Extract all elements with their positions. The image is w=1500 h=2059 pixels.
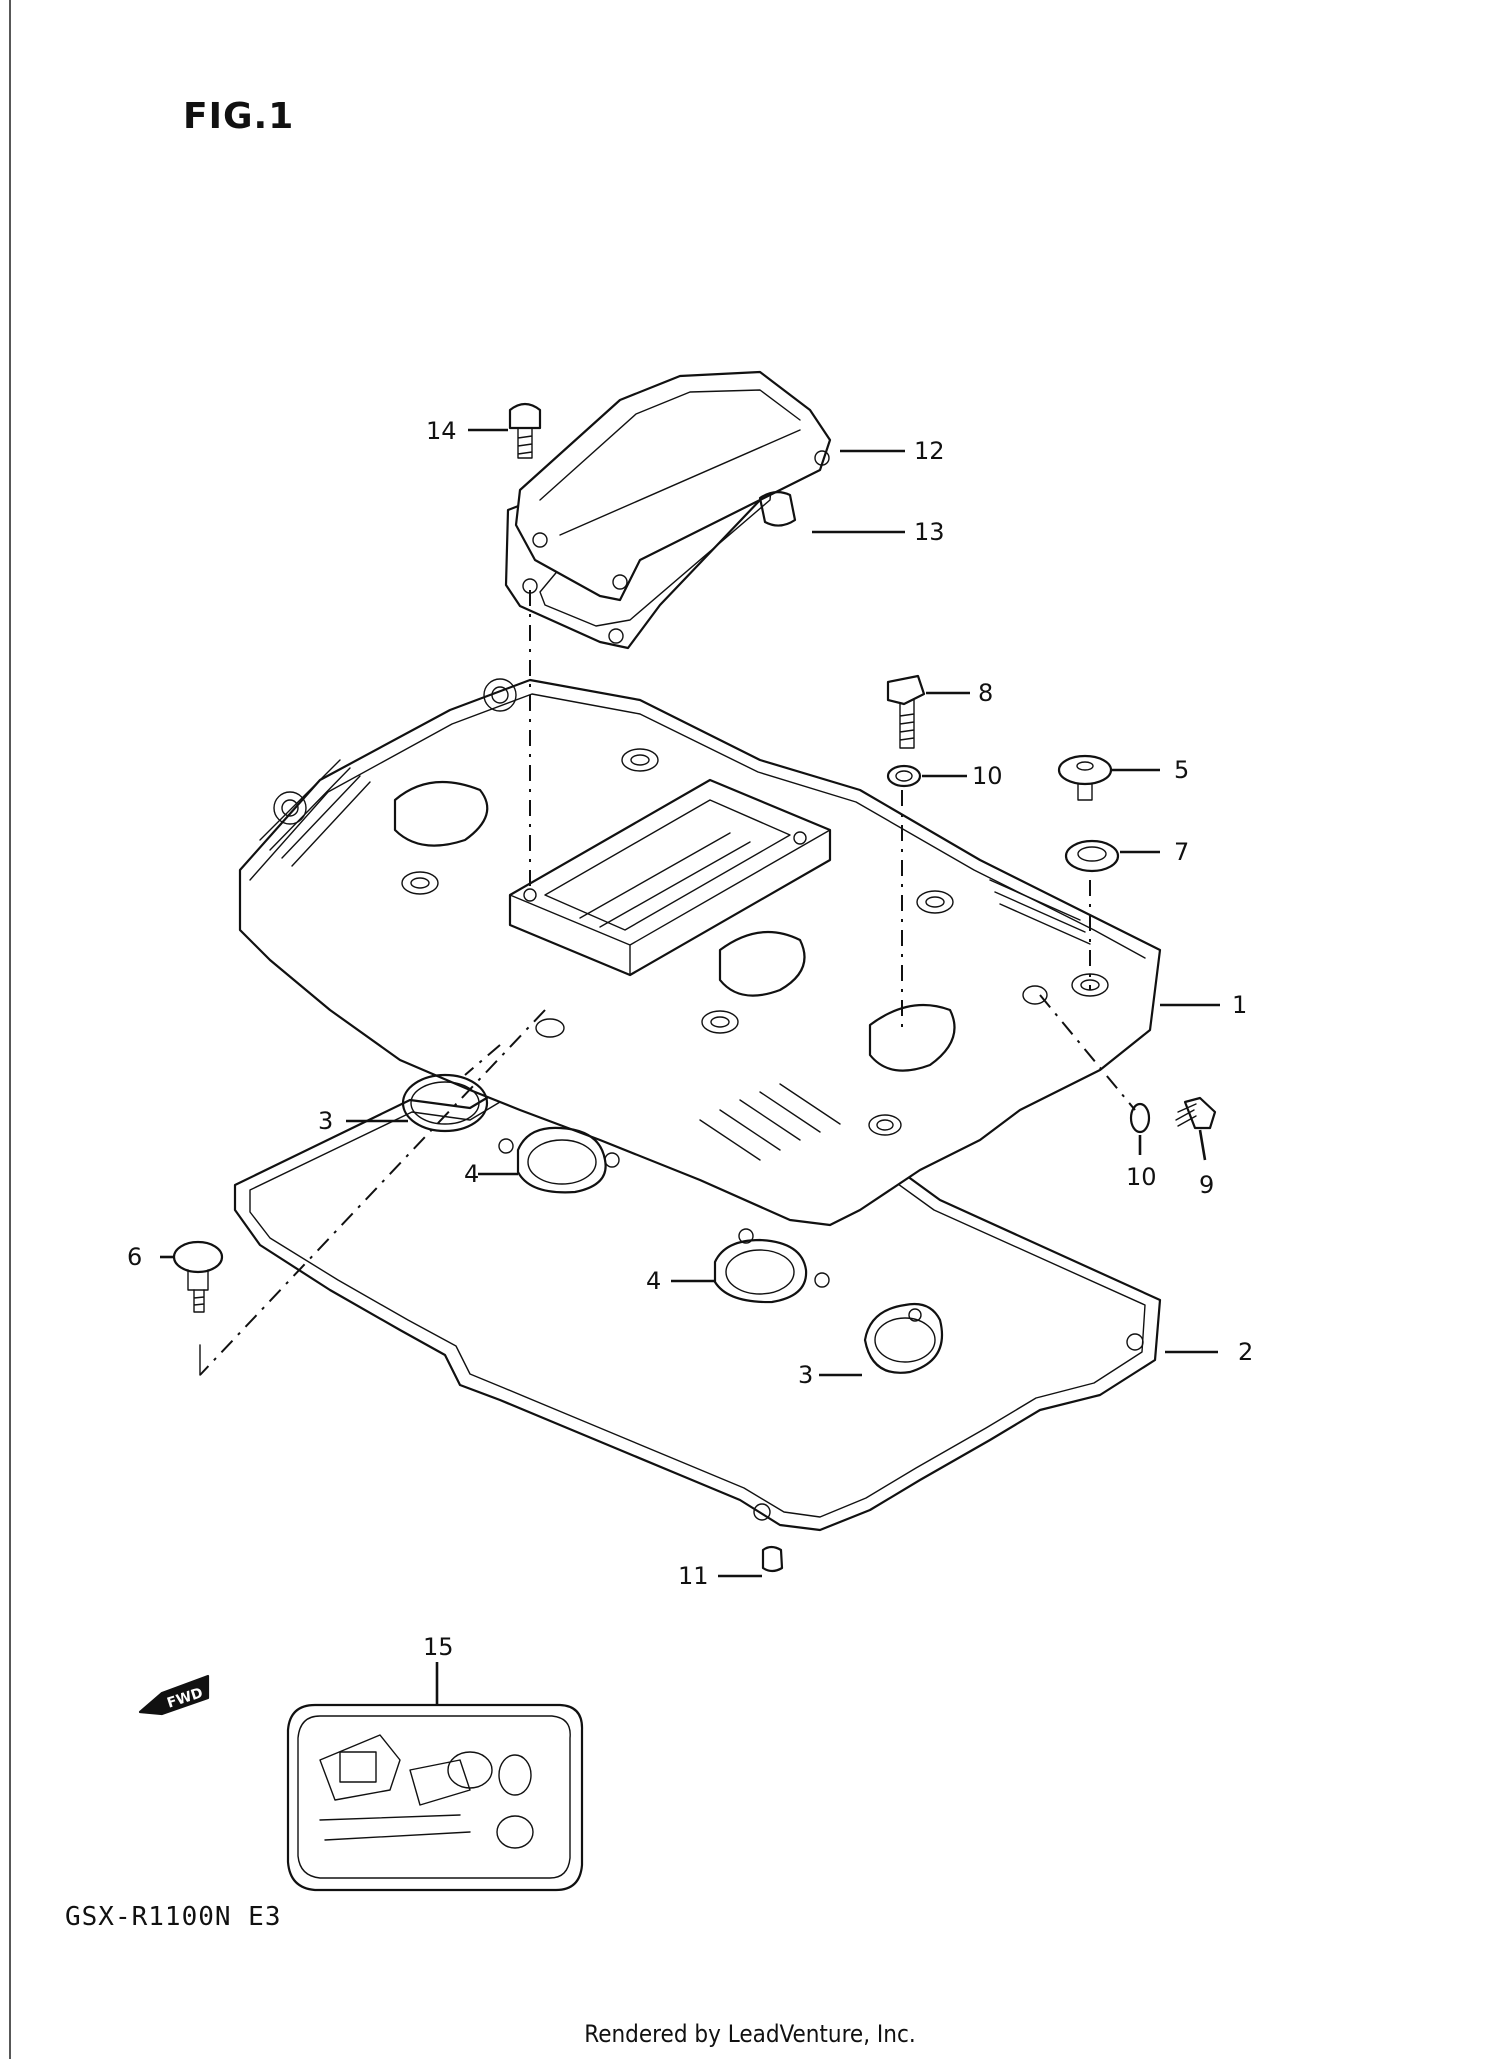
part-3-gasket-lower bbox=[863, 1302, 944, 1374]
callout-numbers: 14 12 13 8 10 5 7 1 10 9 3 4 6 4 3 2 11 … bbox=[127, 417, 1253, 1661]
callout-10-lower: 10 bbox=[1126, 1163, 1157, 1191]
callout-12: 12 bbox=[914, 437, 945, 465]
part-11-dowel bbox=[761, 1545, 784, 1573]
callout-5: 5 bbox=[1174, 756, 1189, 784]
model-code: GSX-R1100N E3 bbox=[65, 1902, 282, 1932]
part-6-screw bbox=[172, 1240, 224, 1313]
footer-credit: Rendered by LeadVenture, Inc. bbox=[584, 2020, 916, 2048]
forward-direction-arrow: FWD bbox=[138, 1674, 210, 1716]
callout-1: 1 bbox=[1232, 991, 1247, 1019]
assembly-center-lines bbox=[199, 590, 1136, 1376]
callout-2: 2 bbox=[1238, 1338, 1253, 1366]
part-12-breather-cover bbox=[514, 370, 832, 602]
callout-6: 6 bbox=[127, 1243, 142, 1271]
part-9-bolt bbox=[1175, 1096, 1217, 1130]
part-14-screw bbox=[508, 402, 542, 459]
callout-3-lower: 3 bbox=[798, 1361, 813, 1389]
part-4-gasket-lower bbox=[713, 1228, 830, 1304]
callout-10-upper: 10 bbox=[972, 762, 1003, 790]
part-5-cap-bolt bbox=[1057, 754, 1113, 801]
callout-7: 7 bbox=[1174, 838, 1189, 866]
leader-lines bbox=[160, 428, 1220, 1705]
part-1-cylinder-head-cover bbox=[238, 678, 1162, 1227]
callout-9: 9 bbox=[1199, 1171, 1214, 1199]
part-4-gasket-upper bbox=[498, 1126, 620, 1194]
part-15-gasket-set bbox=[286, 1703, 584, 1892]
callout-8: 8 bbox=[978, 679, 993, 707]
callout-4-upper: 4 bbox=[464, 1160, 479, 1188]
part-3-gasket-upper bbox=[401, 1073, 489, 1133]
callout-15: 15 bbox=[423, 1633, 454, 1661]
part-10-washer-side bbox=[1129, 1102, 1151, 1134]
callout-13: 13 bbox=[914, 518, 945, 546]
callout-14: 14 bbox=[426, 417, 457, 445]
callout-4-lower: 4 bbox=[646, 1267, 661, 1295]
part-8-union-bolt bbox=[886, 674, 926, 749]
figure-title: FIG.1 bbox=[183, 96, 295, 137]
part-10-washer-upper bbox=[886, 764, 922, 788]
callout-3-upper: 3 bbox=[318, 1107, 333, 1135]
part-7-seal bbox=[1064, 839, 1120, 873]
callout-11: 11 bbox=[678, 1562, 709, 1590]
